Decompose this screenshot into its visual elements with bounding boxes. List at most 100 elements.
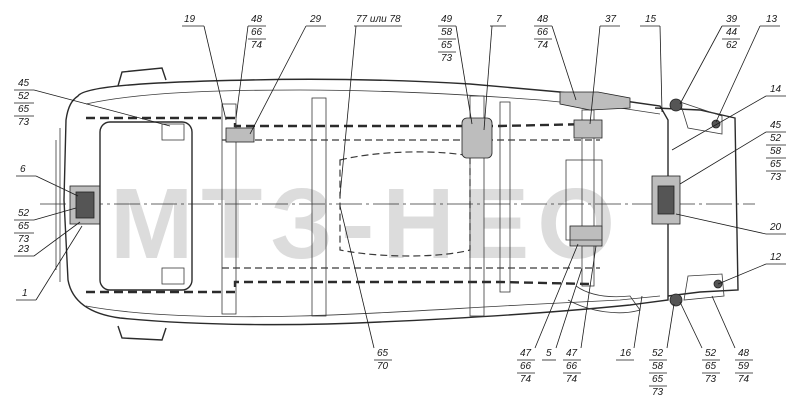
- callout-45b-5: 73: [770, 172, 782, 183]
- callout-52-58-65-73: 52 58 65 73: [649, 348, 667, 398]
- callout-47a-1: 47: [520, 348, 532, 359]
- callout-19: 19: [184, 14, 196, 25]
- callout-39-3: 62: [726, 40, 738, 51]
- callout-45b-4: 65: [770, 159, 782, 170]
- callout-52a-1: 52: [18, 208, 30, 219]
- callout-49-2: 58: [441, 27, 453, 38]
- bolt-top-right: [669, 98, 683, 112]
- callout-48c-1: 48: [738, 348, 750, 359]
- leader-20: [675, 213, 767, 235]
- callout-45-52-65-73-left: 45 52 65 73: [14, 78, 34, 128]
- callout-39-44-62: 39 44 62: [722, 14, 740, 51]
- callout-15: 15: [645, 14, 657, 25]
- leader-1: [35, 225, 83, 301]
- callout-5: 5: [546, 348, 552, 359]
- callout-14: 14: [770, 84, 782, 95]
- callout-45b-1: 45: [770, 120, 782, 131]
- compartment-corner-top: [161, 123, 185, 141]
- body-outline: [63, 78, 669, 326]
- callout-65-2: 70: [377, 361, 389, 372]
- callout-45-52-58-65-73-right: 45 52 58 65 73: [766, 120, 786, 183]
- body-inner-outline: [85, 89, 661, 318]
- callout-47a-3: 74: [520, 374, 532, 385]
- rear-compartment: [99, 121, 193, 291]
- cross-member-2: [311, 97, 327, 317]
- leader-6: [35, 175, 79, 197]
- callout-49-4: 73: [441, 53, 453, 64]
- front-bracket-bottom: [683, 273, 725, 301]
- callout-48b-1: 48: [537, 14, 549, 25]
- callout-45a-1: 45: [18, 78, 30, 89]
- bolt-bottom-right: [669, 293, 683, 307]
- mount-block-47: [569, 225, 603, 247]
- leader-14: [671, 95, 767, 151]
- callout-47b-2: 66: [566, 361, 578, 372]
- callout-29: 29: [309, 14, 322, 25]
- mount-block-49: [461, 117, 493, 159]
- callout-13: 13: [766, 14, 778, 25]
- callout-45a-4: 73: [18, 117, 30, 128]
- callout-12: 12: [770, 252, 782, 263]
- callout-47-66-74-b: 47 66 74: [563, 348, 581, 385]
- compartment-corner-bottom: [161, 267, 185, 285]
- leader-77: [339, 25, 357, 197]
- leader-5: [555, 267, 583, 349]
- callout-45b-3: 58: [770, 146, 782, 157]
- callout-52a-3: 73: [18, 234, 30, 245]
- callout-52b-4: 73: [652, 387, 664, 398]
- callout-20: 20: [769, 222, 782, 233]
- callout-48a-2: 66: [251, 27, 263, 38]
- rear-bumper-lines: [55, 128, 61, 282]
- leader-15: [659, 25, 663, 113]
- central-tunnel: [339, 151, 471, 257]
- leader-52b: [666, 303, 675, 349]
- callout-48a-1: 48: [251, 14, 263, 25]
- leader-48b: [551, 25, 577, 101]
- leader-45b: [679, 131, 767, 185]
- callout-77-78: 77 или 78: [356, 14, 401, 25]
- callout-52-65-73-bottom: 52 65 73: [702, 348, 720, 385]
- callout-48b-2: 66: [537, 27, 549, 38]
- frame-rail-bottom: [86, 280, 591, 294]
- callout-7: 7: [496, 14, 502, 25]
- mount-block-37: [573, 119, 603, 139]
- leader-12: [717, 263, 767, 285]
- callout-52-65-73-left: 52 65 73: [14, 208, 34, 245]
- leader-7: [483, 25, 493, 131]
- front-bracket-top: [679, 101, 723, 135]
- front-panel: [654, 107, 739, 297]
- fender-part-48: [559, 91, 631, 111]
- callout-49-58-65-73: 49 58 65 73: [438, 14, 456, 64]
- leader-48c: [711, 295, 736, 349]
- callout-52b-1: 52: [652, 348, 664, 359]
- leader-65: [339, 205, 375, 349]
- callout-45a-2: 52: [18, 91, 30, 102]
- mount-block-29: [225, 127, 255, 143]
- leader-47a: [534, 243, 579, 349]
- callout-1: 1: [22, 288, 28, 299]
- callout-47b-3: 74: [566, 374, 578, 385]
- leader-52a: [33, 207, 77, 221]
- callout-48-66-74-top: 48 66 74: [248, 14, 266, 51]
- leader-29: [249, 25, 307, 135]
- bottom-handle: [117, 325, 167, 341]
- callout-23: 23: [17, 244, 30, 255]
- callout-48-66-74-second: 48 66 74: [534, 14, 552, 51]
- callout-6: 6: [20, 164, 26, 175]
- leader-37: [589, 25, 601, 125]
- tow-hitch-block: [75, 191, 95, 219]
- leader-39: [679, 25, 723, 105]
- callout-48c-2: 59: [738, 361, 750, 372]
- top-handle: [117, 67, 167, 87]
- callout-49-3: 65: [441, 40, 453, 51]
- callout-52b-3: 65: [652, 374, 664, 385]
- leader-19: [203, 25, 227, 121]
- callout-65-70: 65 70: [374, 348, 392, 372]
- callout-52a-2: 65: [18, 221, 30, 232]
- frame-rail-top: [86, 116, 591, 128]
- callout-52c-3: 73: [705, 374, 717, 385]
- callout-45b-2: 52: [770, 133, 782, 144]
- cross-member-1: [221, 103, 237, 315]
